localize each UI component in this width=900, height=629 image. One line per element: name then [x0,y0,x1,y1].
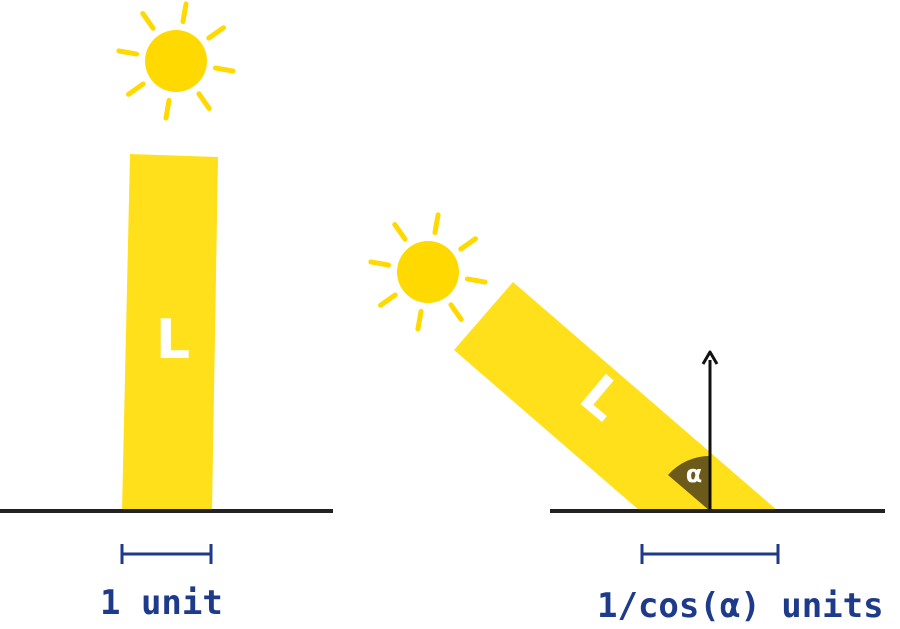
left-width-bracket [120,544,213,564]
left-light-beam [122,154,218,511]
right-sun-icon [368,212,488,332]
left-panel: L 1 unit [0,1,333,623]
left-sun-icon [116,1,236,121]
angle-wedge [668,455,710,511]
normal-arrow [701,350,719,511]
left-beam-label: L [156,308,190,371]
right-light-beam [454,282,778,511]
right-panel: α L 1/cos(α) units [368,212,885,626]
angle-label: α [686,460,703,488]
left-width-label: 1 unit [100,583,223,623]
right-width-label: 1/cos(α) units [597,586,884,626]
right-width-bracket [640,544,780,564]
